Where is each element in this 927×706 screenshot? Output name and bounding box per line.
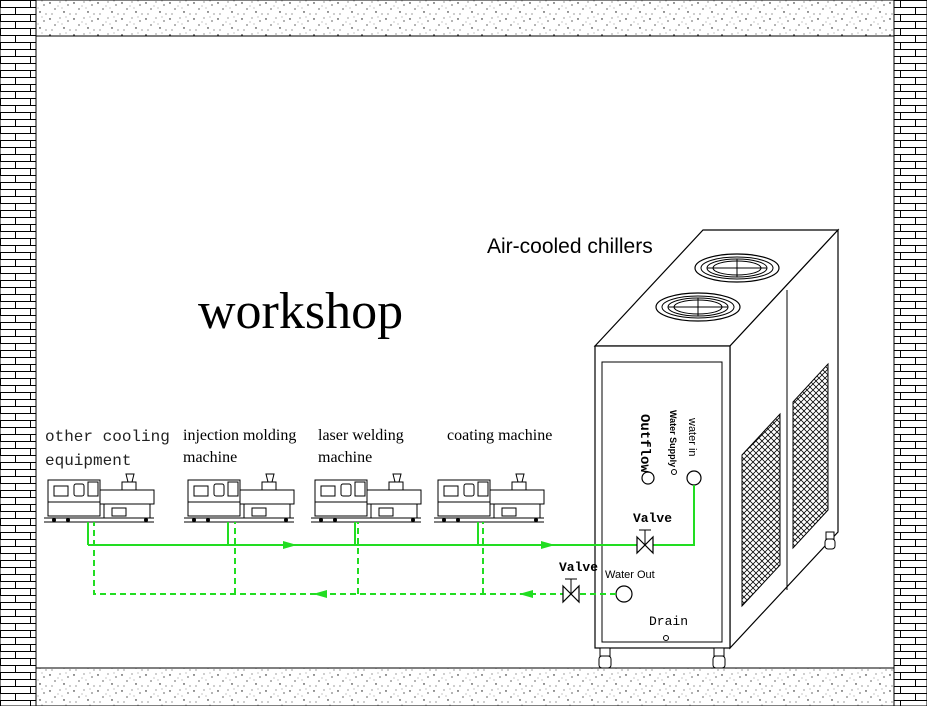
machine-injection-molding — [183, 473, 295, 523]
outflow-port — [641, 471, 655, 485]
chiller-unit: water in Water Supply Outflow Water Out … — [593, 228, 840, 669]
machine-1-label-line2: equipment — [45, 452, 131, 470]
side-grille-rear — [792, 362, 829, 550]
supply-valve-icon — [636, 529, 654, 555]
floor-slab — [35, 667, 895, 706]
machine-1-label-line1: other cooling — [45, 428, 170, 446]
water-supply-port — [671, 469, 677, 475]
machine-3-label-line1: laser welding — [318, 427, 404, 444]
fan-icon — [655, 292, 741, 322]
fan-icon — [694, 253, 780, 283]
water-in-label: water in — [686, 417, 698, 457]
chiller-label: Air-cooled chillers — [487, 235, 653, 258]
flow-arrow-icon — [313, 590, 533, 598]
wall-left — [0, 0, 37, 706]
water-out-port — [615, 585, 633, 603]
water-supply-label: Water Supply — [668, 410, 678, 467]
ceiling-slab — [35, 0, 895, 37]
flow-arrow-icon — [283, 541, 555, 549]
drain-port — [663, 635, 669, 641]
water-out-label: Water Out — [605, 569, 655, 581]
machine-coating — [433, 473, 545, 523]
side-grille-front — [741, 412, 781, 608]
machine-3-label-line2: machine — [318, 449, 372, 466]
machine-2-label-line1: injection molding — [183, 427, 296, 444]
caster-wheel-icon — [598, 647, 612, 669]
machine-laser-welding — [310, 473, 422, 523]
return-pipe — [93, 522, 616, 595]
return-valve-label: Valve — [559, 560, 598, 575]
caster-wheel-icon — [824, 531, 836, 550]
drain-label: Drain — [649, 614, 688, 629]
machine-2-label-line2: machine — [183, 449, 237, 466]
return-valve-icon — [562, 578, 580, 604]
machine-4-label-line1: coating machine — [447, 427, 552, 444]
machine-other-cooling — [43, 473, 155, 523]
outflow-label: Outflow — [636, 414, 652, 473]
wall-right — [893, 0, 927, 706]
supply-valve-label: Valve — [633, 511, 672, 526]
caster-wheel-icon — [712, 647, 726, 669]
water-in-port — [686, 470, 702, 486]
room-label: workshop — [198, 283, 403, 340]
